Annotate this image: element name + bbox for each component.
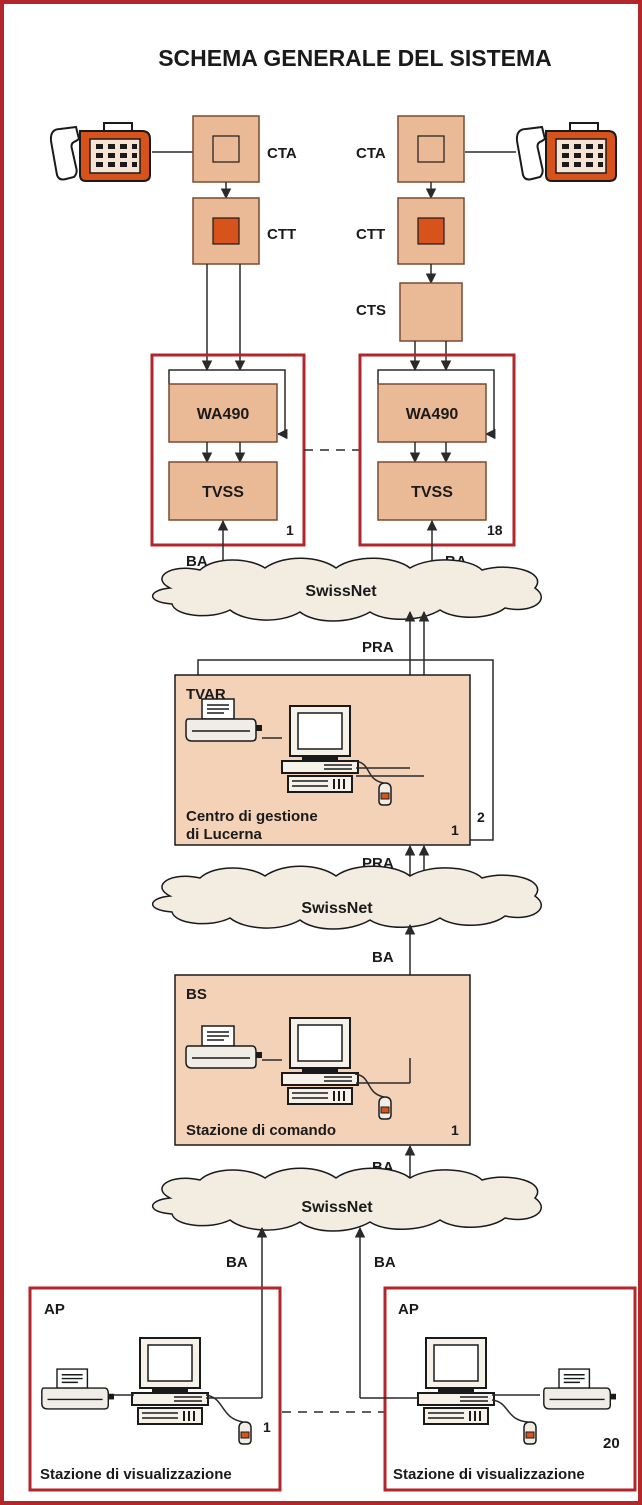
pra-label-top: PRA bbox=[362, 639, 394, 656]
management-name-line2: di Lucerna bbox=[186, 826, 263, 843]
tvss-label: TVSS bbox=[411, 484, 453, 501]
ctt-inner-square bbox=[417, 217, 445, 245]
wa490-label: WA490 bbox=[197, 406, 250, 423]
wa490-label: WA490 bbox=[406, 406, 459, 423]
viewer-name-1: Stazione di visualizzazione bbox=[40, 1466, 232, 1483]
tvss-box-1 bbox=[168, 461, 278, 521]
viewer-station-1 bbox=[28, 1286, 282, 1492]
viewer-station-20 bbox=[383, 1286, 637, 1492]
mouse-cable bbox=[354, 1073, 385, 1098]
tvss-box-18 bbox=[377, 461, 487, 521]
computer-icon bbox=[131, 1337, 209, 1425]
cta-inner-square bbox=[212, 135, 240, 163]
ap-label: AP bbox=[398, 1301, 419, 1318]
ba-label: BA bbox=[372, 949, 394, 966]
command-name: Stazione di comando bbox=[186, 1122, 336, 1139]
unit-number-18: 18 bbox=[487, 522, 503, 538]
ctt-inner-square bbox=[212, 217, 240, 245]
printer-icon bbox=[41, 1368, 114, 1410]
ba-label: BA bbox=[374, 1254, 396, 1271]
swissnet-cloud-2 bbox=[151, 865, 542, 930]
tvss-label: TVSS bbox=[202, 484, 244, 501]
diagram-title: SCHEMA GENERALE DEL SISTEMA bbox=[158, 45, 552, 71]
management-name-line1: Centro di gestione bbox=[186, 808, 318, 825]
cts-box bbox=[399, 282, 463, 342]
mouse-icon bbox=[238, 1421, 252, 1445]
ba-label: BA bbox=[186, 553, 208, 570]
command-number: 1 bbox=[451, 1122, 459, 1138]
computer-icon bbox=[281, 705, 359, 793]
cta-box-left bbox=[192, 115, 260, 183]
wa490-box-1 bbox=[168, 383, 278, 443]
swissnet-label: SwissNet bbox=[301, 1199, 373, 1216]
ctt-label: CTT bbox=[356, 226, 385, 243]
printer-icon bbox=[543, 1368, 616, 1410]
ctt-label: CTT bbox=[267, 226, 296, 243]
mouse-icon bbox=[378, 782, 392, 806]
ba-label: BA bbox=[226, 1254, 248, 1271]
management-number-2: 2 bbox=[477, 809, 485, 825]
swissnet-cloud-3 bbox=[151, 1167, 542, 1232]
cta-inner-square bbox=[417, 135, 445, 163]
tvss-unit-18 bbox=[358, 353, 516, 547]
mouse-cable bbox=[491, 1399, 529, 1423]
ap-label: AP bbox=[44, 1301, 65, 1318]
swissnet-label: SwissNet bbox=[301, 900, 373, 917]
feedback-loop-1 bbox=[168, 369, 288, 440]
redundant-link-2 bbox=[197, 659, 494, 841]
viewer-name-20: Stazione di visualizzazione bbox=[393, 1466, 585, 1483]
mouse-icon bbox=[523, 1421, 537, 1445]
computer-icon bbox=[417, 1337, 495, 1425]
feedback-loop-18 bbox=[377, 369, 496, 440]
cts-label: CTS bbox=[356, 302, 386, 319]
cta-label: CTA bbox=[356, 145, 386, 162]
mouse-cable bbox=[354, 760, 385, 784]
cta-box-right bbox=[397, 115, 465, 183]
computer-icon bbox=[281, 1017, 359, 1105]
viewer-number-1: 1 bbox=[263, 1419, 271, 1435]
wa490-box-18 bbox=[377, 383, 487, 443]
mouse-cable bbox=[205, 1394, 244, 1423]
bs-label: BS bbox=[186, 986, 207, 1003]
telephone-icon bbox=[49, 122, 152, 182]
telephone-icon bbox=[515, 122, 617, 182]
management-number-1: 1 bbox=[451, 822, 459, 838]
swissnet-cloud-1 bbox=[151, 557, 542, 622]
mouse-icon bbox=[378, 1096, 392, 1120]
cta-label: CTA bbox=[267, 145, 297, 162]
viewer-number-20: 20 bbox=[603, 1435, 620, 1452]
unit-number-1: 1 bbox=[286, 522, 294, 538]
swissnet-label: SwissNet bbox=[305, 583, 377, 600]
